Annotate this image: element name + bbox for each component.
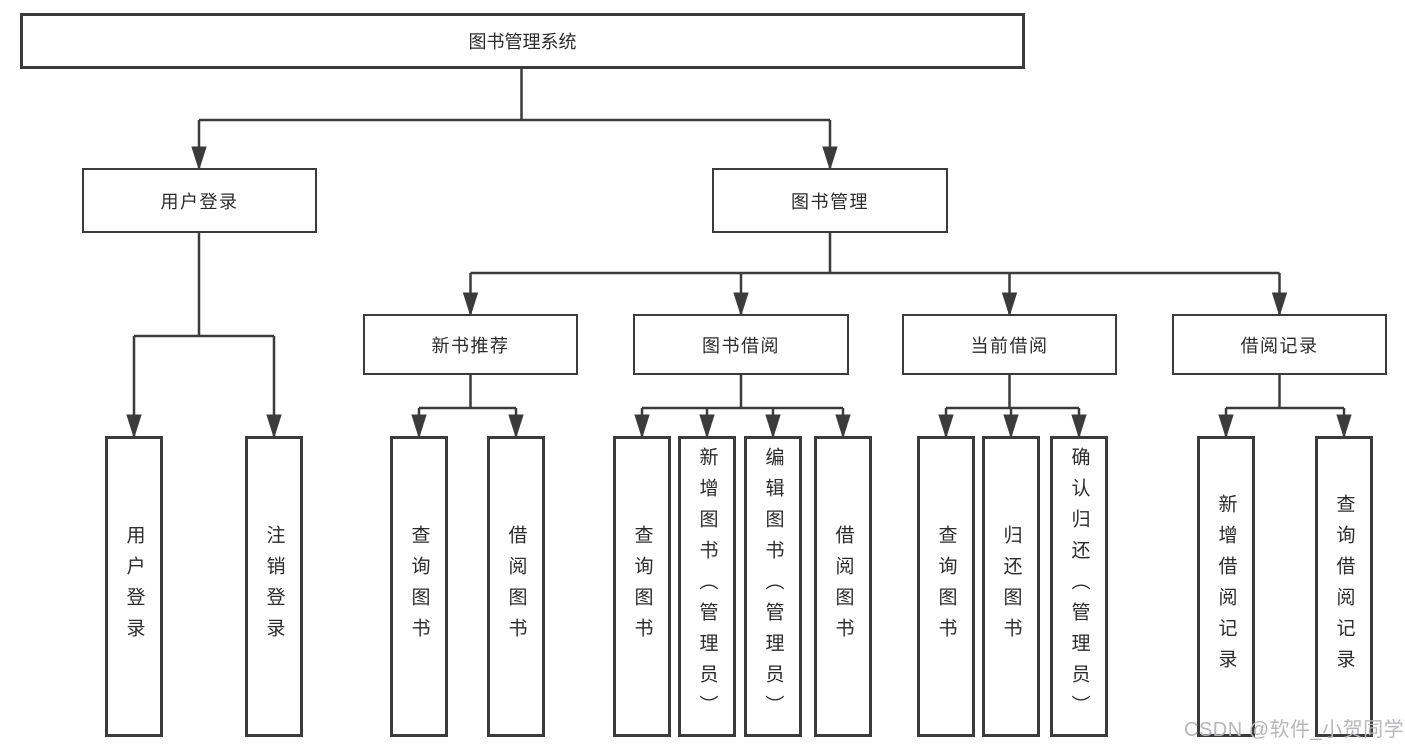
node-user-login: 用户登录: [82, 168, 317, 233]
leaf-query-borrow-record: 查询借阅记录: [1315, 436, 1373, 737]
csdn-watermark: CSDN @软件_小贺同学: [1184, 719, 1405, 741]
leaf-add-borrow-record: 新增借阅记录: [1197, 436, 1255, 737]
node-book-management: 图书管理: [712, 168, 948, 233]
leaf-rec-query-books: 查询图书: [390, 436, 448, 737]
connector-rails: [134, 69, 1344, 410]
node-root-library-system: 图书管理系统: [20, 13, 1025, 69]
connector-arrows: [134, 120, 1344, 436]
leaf-return-books: 归还图书: [982, 436, 1040, 737]
leaf-user-login: 用户登录: [105, 436, 163, 737]
node-current-borrowing: 当前借阅: [902, 314, 1117, 375]
node-book-borrowing: 图书借阅: [633, 314, 849, 375]
leaf-current-query-books: 查询图书: [917, 436, 975, 737]
leaf-borrow-books: 借阅图书: [814, 436, 872, 737]
leaf-borrow-query-books: 查询图书: [613, 436, 671, 737]
node-borrowing-records: 借阅记录: [1172, 314, 1387, 375]
leaf-confirm-return-admin: 确认归还（管理员）: [1050, 436, 1108, 737]
leaf-rec-borrow-books: 借阅图书: [487, 436, 545, 737]
leaf-logout: 注销登录: [245, 436, 303, 737]
leaf-add-books-admin: 新增图书（管理员）: [678, 436, 736, 737]
node-new-book-recommendation: 新书推荐: [363, 314, 578, 375]
leaf-edit-books-admin: 编辑图书（管理员）: [744, 436, 802, 737]
